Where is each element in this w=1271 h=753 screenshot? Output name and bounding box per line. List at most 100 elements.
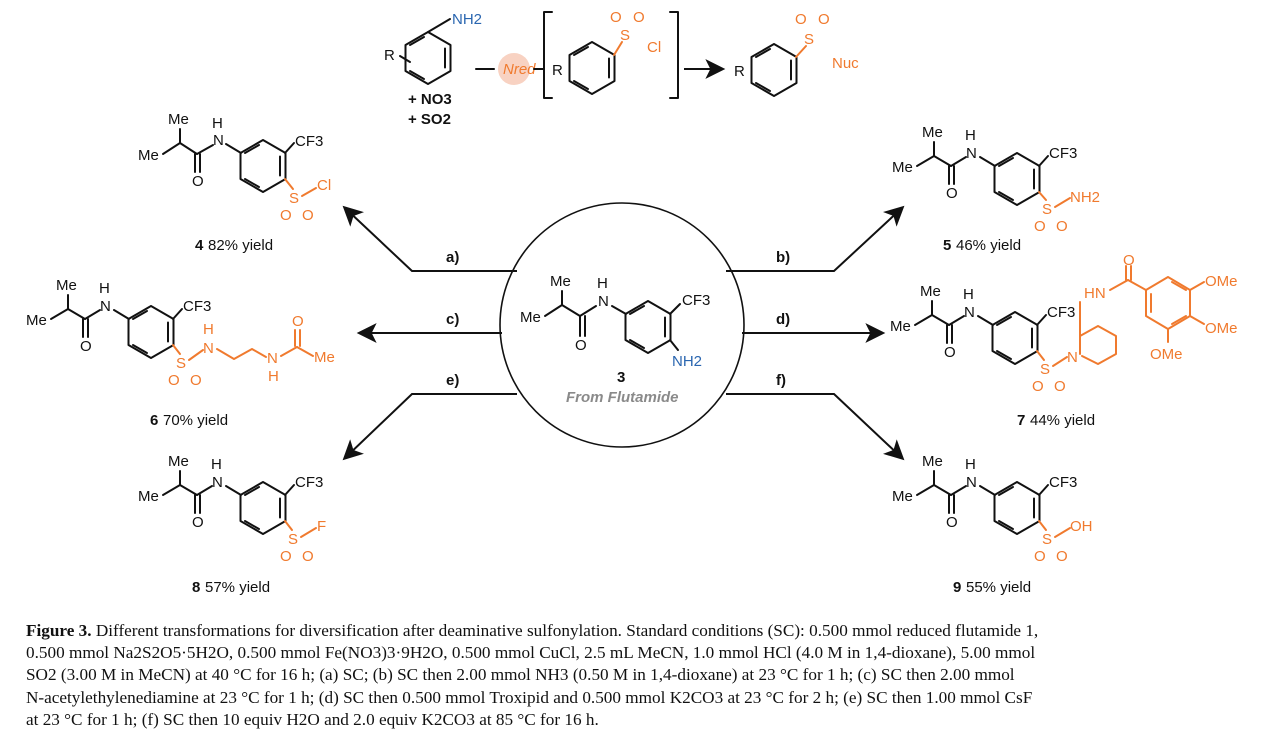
p4-o2: O [302,207,314,224]
caption-line-3: SO2 (3.00 M in MeCN) at 40 °C for 16 h; … [26,665,1015,685]
product-r: R [734,63,745,80]
p8-h: H [211,456,222,473]
p7-o1: O [1032,378,1044,395]
product-s: S [804,31,814,48]
p5-o: O [946,185,958,202]
p7-yield: 44% yield [1030,412,1095,429]
product-8: Me Me O N H CF3 S O O F 8 57% yield [138,453,326,596]
p8-number: 8 [192,579,200,596]
intermediate-cl: Cl [647,39,661,56]
center-cf3: CF3 [682,292,710,309]
p6-cf3: CF3 [183,298,211,315]
p6-yield: 70% yield [163,412,228,429]
p4-cl: Cl [317,177,331,194]
figure-caption: Figure 3. Different transformations for … [26,620,1248,731]
p7-s: S [1040,361,1050,378]
plus-so2: + SO2 [408,111,451,128]
p4-me-left: Me [138,147,159,164]
p8-o2: O [302,548,314,565]
p9-n: N [966,474,977,491]
p6-sn-h: H [203,321,214,338]
arrow-a [342,205,517,272]
intermediate-o1: O [610,9,622,26]
product-6: Me Me O N H CF3 S O O N H N H O Me 6 70%… [26,277,335,429]
p9-o: O [946,514,958,531]
p4-cf3: CF3 [295,133,323,150]
center-nh-h: H [597,275,608,292]
arrow-f [726,393,905,461]
condition-d: d) [776,311,790,328]
p7-o2: O [1054,378,1066,395]
p6-s: S [176,355,186,372]
p8-o1: O [280,548,292,565]
p7-ome-1: OMe [1205,273,1238,290]
caption-line-4: N-acetylethylenediamine at 23 °C for 1 h… [26,687,1033,707]
p4-s: S [289,190,299,207]
condition-e: e) [446,372,459,389]
p8-me-top: Me [168,453,189,470]
p5-me-left: Me [892,159,913,176]
p4-number: 4 [195,237,204,254]
p9-ring [993,481,1041,535]
p6-amide-h: H [268,368,279,385]
center-source-label: From Flutamide [566,389,679,406]
p5-n: N [966,145,977,162]
plus-nitrate: + NO3 [408,91,452,108]
nred-label: Nred [503,61,536,78]
condition-b: b) [776,249,790,266]
p6-o: O [80,338,92,355]
condition-a: a) [446,249,459,266]
condition-c: c) [446,311,459,328]
p9-yield: 55% yield [966,579,1031,596]
intermediate-o2: O [633,9,645,26]
p7-number: 7 [1017,412,1025,429]
p6-o1: O [168,372,180,389]
p6-sn: N [203,340,214,357]
p7-ring [991,311,1039,365]
p6-o2: O [190,372,202,389]
p9-cf3: CF3 [1049,474,1077,491]
p7-me-top: Me [920,283,941,300]
reaction-scheme: NH2 R + NO3 + SO2 Nred R S O O Cl R S O … [26,9,1238,596]
center-o: O [575,337,587,354]
p5-number: 5 [943,237,951,254]
aniline-r: R [384,47,395,64]
product-9: Me Me O N H CF3 S O O OH 9 55% yield [892,453,1093,596]
caption-line-5: at 23 °C for 1 h; (f) SC then 10 equiv H… [26,709,599,729]
bracket-left [543,11,553,99]
p7-n: N [964,304,975,321]
p6-n: N [100,298,111,315]
product-4: Me Me O N H CF3 S O O Cl 4 82% yield [138,111,331,254]
center-nh2: NH2 [672,353,702,370]
p7-amide-o: O [1123,252,1135,269]
center-me-left: Me [520,309,541,326]
condition-f: f) [776,372,786,389]
p4-ring [239,139,287,193]
bracket-right [669,11,679,99]
p8-cf3: CF3 [295,474,323,491]
p4-n: N [213,132,224,149]
product-o1: O [795,11,807,28]
p9-number: 9 [953,579,961,596]
p4-h: H [212,115,223,132]
caption-figure-label: Figure 3. [26,621,92,640]
p6-me-top: Me [56,277,77,294]
intermediate-ring [568,41,616,95]
product-nuc: Nuc [832,55,859,72]
aniline-ring [404,31,452,85]
p7-h: H [963,286,974,303]
top-reaction: NH2 R + NO3 + SO2 Nred R S O O Cl R S O … [384,9,859,128]
p9-oh: OH [1070,518,1093,535]
p8-me-left: Me [138,488,159,505]
p7-me-left: Me [890,318,911,335]
caption-line-1: Figure 3. Different transformations for … [26,620,1248,642]
intermediate-r: R [552,62,563,79]
p5-nh2: NH2 [1070,189,1100,206]
p8-s: S [288,531,298,548]
aniline-nh2: NH2 [452,11,482,28]
p7-hn: HN [1084,285,1106,302]
p5-h: H [965,127,976,144]
p8-f: F [317,518,326,535]
center-compound-number: 3 [617,369,625,386]
caption-line-2: 0.500 mmol Na2S2O5·5H2O, 0.500 mmol Fe(N… [26,643,1036,663]
